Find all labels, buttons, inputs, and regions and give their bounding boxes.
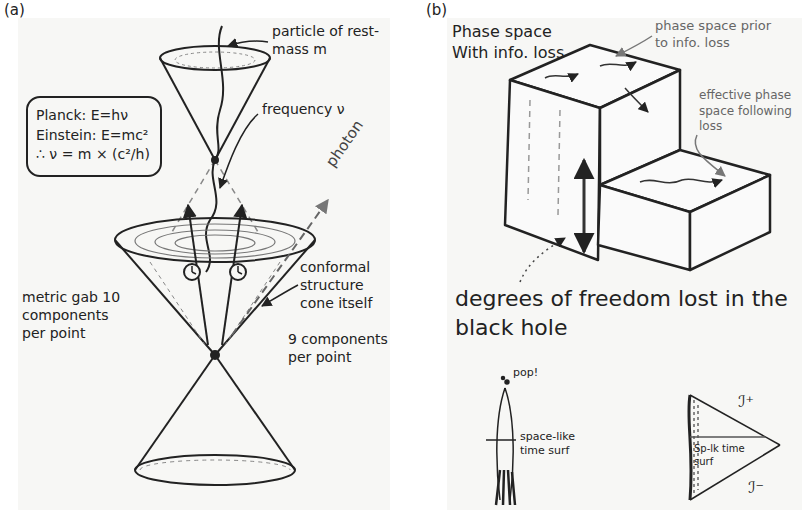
caption-heading: degrees of freedom lost in the black hol… bbox=[455, 285, 795, 342]
conformal-diagram bbox=[689, 395, 780, 500]
phase-space-block bbox=[505, 45, 770, 270]
annotation-label: Sp-lk time surf bbox=[694, 442, 746, 468]
leader-lines bbox=[220, 41, 298, 306]
annotation-label: frequency ν bbox=[262, 100, 382, 118]
scri-label: ℐ⁻ bbox=[748, 478, 764, 499]
light-cone bbox=[115, 218, 315, 485]
leader-lines bbox=[520, 36, 725, 282]
annotation-label: particle of rest-mass m bbox=[272, 22, 387, 58]
loss-arrow bbox=[583, 160, 586, 252]
event-dot bbox=[210, 350, 220, 360]
formula-text: Planck: E=hν bbox=[36, 106, 152, 126]
formula-text: Einstein: E=mc² bbox=[36, 126, 152, 146]
collapse-sketch bbox=[486, 377, 516, 506]
panel-letter: (a) bbox=[4, 1, 25, 21]
particle-cone bbox=[160, 46, 270, 232]
annotation-label: effective phase space following loss bbox=[699, 88, 801, 135]
panel-letter: (b) bbox=[426, 1, 447, 21]
annotation-label: 9 components per point bbox=[288, 330, 398, 366]
annotation-label: metric gab 10 components per point bbox=[22, 288, 134, 343]
formula-text: ∴ ν = m × (c²/h) bbox=[36, 145, 152, 165]
scri-label: ℐ⁺ bbox=[738, 392, 754, 413]
clock-arrows bbox=[184, 205, 246, 345]
phase-trajectories bbox=[528, 62, 722, 215]
annotation-label: space-like time surf bbox=[520, 430, 590, 459]
panel-heading: Phase space With info. loss bbox=[452, 22, 580, 64]
event-dot bbox=[211, 156, 219, 164]
panel-ground bbox=[447, 18, 802, 510]
formula-box: Planck: E=hνEinstein: E=mc²∴ ν = m × (c²… bbox=[26, 96, 162, 177]
annotation-label: conformal structure cone itself bbox=[300, 258, 392, 313]
annotation-label: pop! bbox=[513, 366, 538, 380]
annotation-label: phase space prior to info. loss bbox=[655, 18, 775, 52]
